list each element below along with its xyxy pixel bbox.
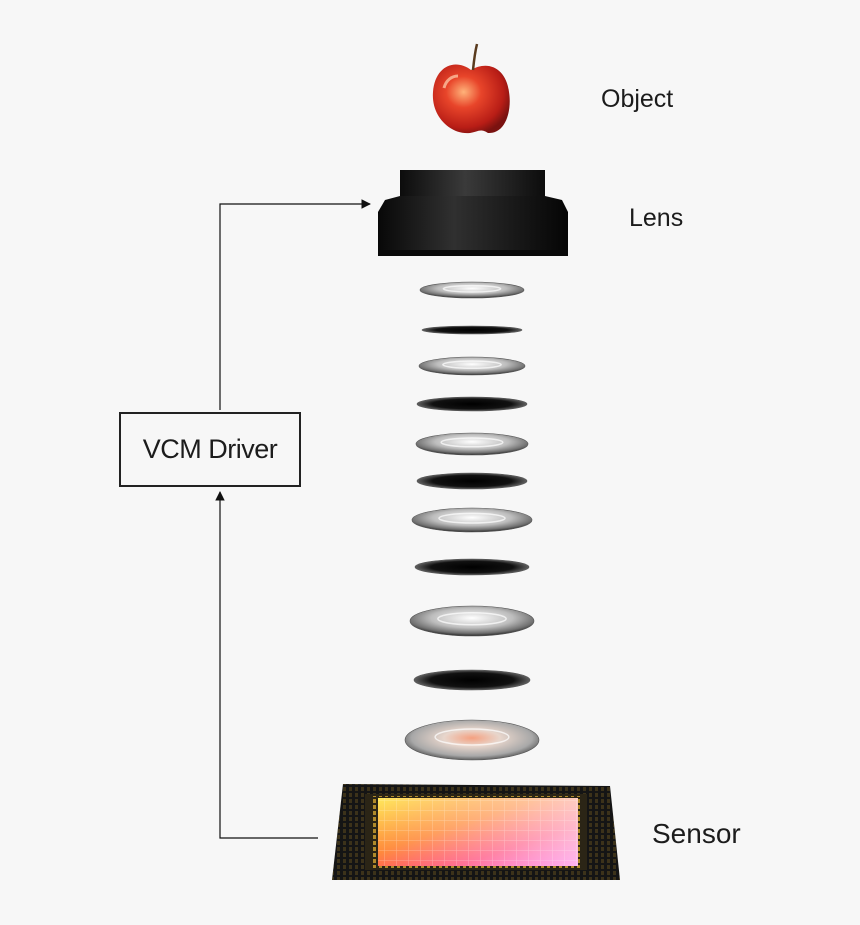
lens-element-4 [416,396,528,412]
lens-element-highlight [440,437,504,448]
sensor-label: Sensor [652,818,741,849]
lens-element-8 [414,558,530,576]
sensor-to-driver-arrow [215,491,318,839]
apple-icon [432,43,510,134]
lens-housing-icon [378,170,568,256]
object-label: Object [601,85,674,113]
vcm-driver-box: VCM Driver [119,412,301,487]
lens-element-highlight [434,728,510,746]
feedback-path [215,199,371,839]
lens-label: Lens [629,204,684,232]
lens-element-5 [415,432,529,456]
driver-to-lens-arrow [219,199,371,410]
lens-element-9 [409,605,535,637]
lens-element-highlight [437,612,507,626]
vcm-driver-label: VCM Driver [142,434,278,464]
lens-element-stack [404,281,540,761]
lens-element-6 [416,472,528,490]
lens-element-1 [419,281,525,299]
lens-element-2 [421,325,523,335]
lens-element-highlight [442,360,502,369]
lens-element-highlight [438,512,506,524]
lens-element-11 [404,719,540,761]
lens-element-3 [418,356,526,376]
lens-element-7 [411,507,533,533]
image-sensor-chip-icon [332,784,620,880]
lens-element-10 [413,669,531,691]
lens-element-highlight [442,284,502,293]
